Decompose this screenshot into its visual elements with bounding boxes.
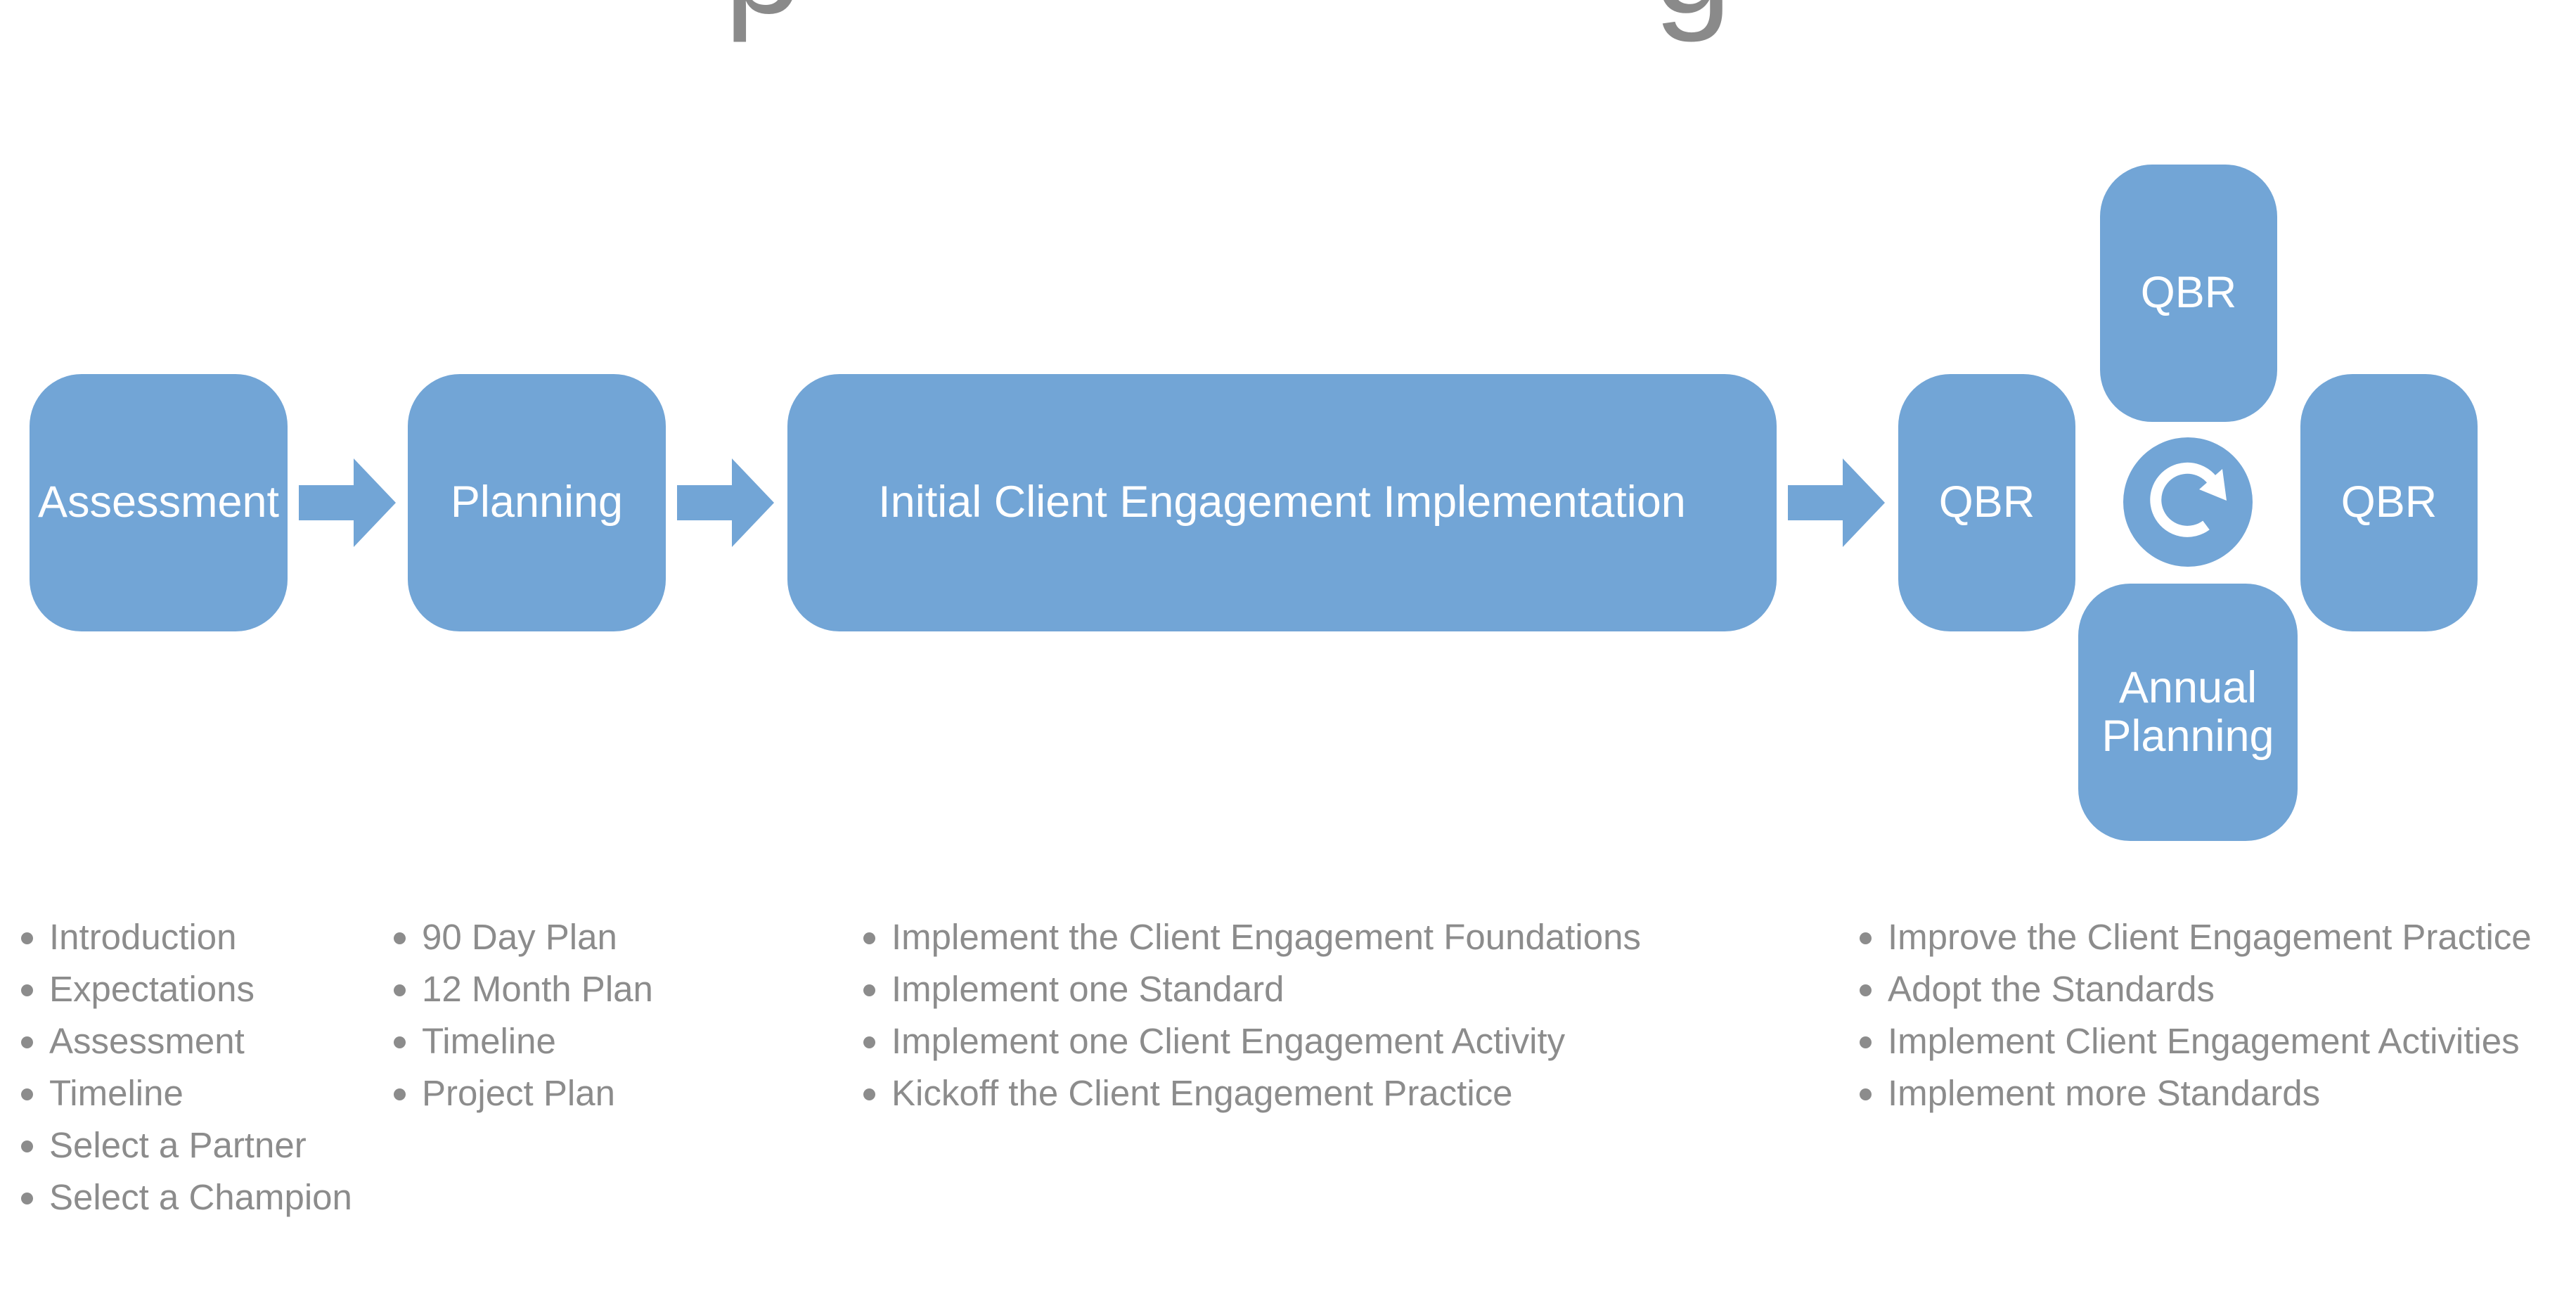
refresh-cycle-icon xyxy=(2123,437,2253,567)
list-item: Project Plan xyxy=(394,1067,653,1119)
list-item: Implement one Standard xyxy=(863,963,1641,1015)
title-fragment-right: g xyxy=(1654,0,1732,35)
list-item: Timeline xyxy=(21,1067,352,1119)
list-item: Implement the Client Engagement Foundati… xyxy=(863,911,1641,963)
assessment-stage: Assessment xyxy=(30,374,288,631)
implementation-stage: Initial Client Engagement Implementation xyxy=(787,374,1777,631)
list-item: Implement more Standards xyxy=(1860,1067,2532,1119)
assessment-stage-label: Assessment xyxy=(37,477,280,527)
assessment-bullet-list: Introduction Expectations Assessment Tim… xyxy=(21,911,352,1223)
qbr-left-stage: QBR xyxy=(1898,374,2075,631)
list-item: 90 Day Plan xyxy=(394,911,653,963)
ongoing-bullet-list: Improve the Client Engagement Practice A… xyxy=(1860,911,2532,1119)
planning-stage: Planning xyxy=(408,374,666,631)
list-item: Implement one Client Engagement Activity xyxy=(863,1015,1641,1067)
list-item: Implement Client Engagement Activities xyxy=(1860,1015,2532,1067)
planning-bullet-list: 90 Day Plan 12 Month Plan Timeline Proje… xyxy=(394,911,653,1119)
list-item: Adopt the Standards xyxy=(1860,963,2532,1015)
list-item: Select a Champion xyxy=(21,1171,352,1223)
list-item: Assessment xyxy=(21,1015,352,1067)
annual-planning-label-line1: Annual xyxy=(2118,662,2258,712)
list-item: Kickoff the Client Engagement Practice xyxy=(863,1067,1641,1119)
implementation-bullet-list: Implement the Client Engagement Foundati… xyxy=(863,911,1641,1119)
implementation-stage-label: Initial Client Engagement Implementation xyxy=(878,477,1686,527)
list-item: Timeline xyxy=(394,1015,653,1067)
qbr-right-label: QBR xyxy=(2340,477,2437,527)
annual-planning-label-line2: Planning xyxy=(2101,712,2274,761)
qbr-top-label: QBR xyxy=(2140,268,2237,318)
list-item: Expectations xyxy=(21,963,352,1015)
qbr-top-stage: QBR xyxy=(2100,165,2277,422)
right-arrow-icon xyxy=(677,458,774,547)
list-item: Introduction xyxy=(21,911,352,963)
list-item: 12 Month Plan xyxy=(394,963,653,1015)
right-arrow-icon xyxy=(299,458,396,547)
list-item: Improve the Client Engagement Practice xyxy=(1860,911,2532,963)
right-arrow-icon xyxy=(1788,458,1885,547)
annual-planning-stage: Annual Planning xyxy=(2078,584,2298,841)
qbr-left-label: QBR xyxy=(1938,477,2035,527)
list-item: Select a Partner xyxy=(21,1119,352,1171)
planning-stage-label: Planning xyxy=(450,477,624,527)
qbr-right-stage: QBR xyxy=(2300,374,2478,631)
title-fragment-left: p xyxy=(724,0,802,35)
